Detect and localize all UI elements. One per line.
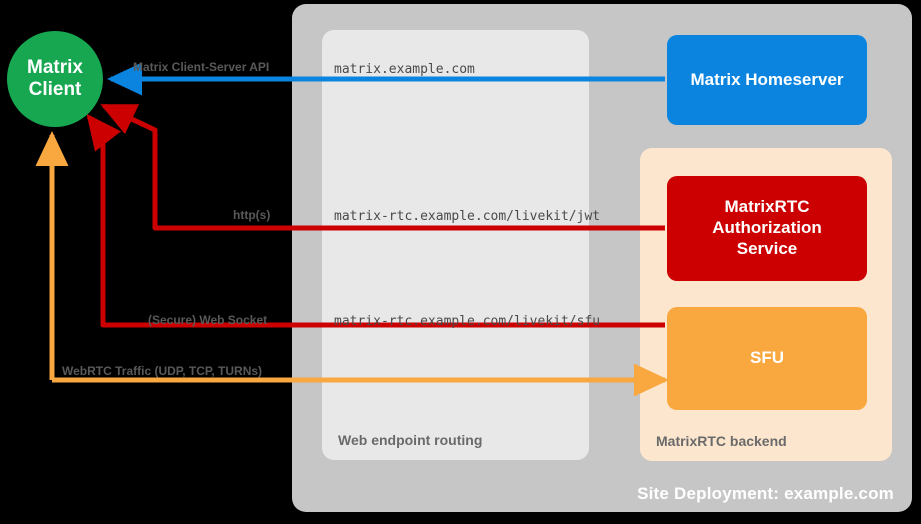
endpoint-url-matrix: matrix.example.com [334,62,475,77]
link-label-https: http(s) [233,208,271,222]
node-matrix-client[interactable]: Matrix Client [7,31,103,127]
node-sfu-label: SFU [750,348,784,368]
node-sfu[interactable]: SFU [667,307,867,410]
link-label-client-server-api: Matrix Client-Server API [133,60,270,74]
endpoint-url-sfu: matrix-rtc.example.com/livekit/sfu [334,314,601,329]
node-matrix-client-line2: Client [28,79,82,100]
web-endpoint-routing-label: Web endpoint routing [338,432,483,448]
node-auth-line1: MatrixRTC [724,197,810,217]
node-matrix-client-line1: Matrix [27,57,83,79]
endpoint-url-jwt: matrix-rtc.example.com/livekit/jwt [334,209,601,224]
node-matrix-homeserver[interactable]: Matrix Homeserver [667,35,867,125]
link-label-webrtc: WebRTC Traffic (UDP, TCP, TURNs) [62,364,263,378]
site-deployment-label: Site Deployment: example.com [637,484,894,503]
node-matrix-homeserver-label: Matrix Homeserver [690,69,844,89]
node-auth-line2: Authorization [712,218,822,238]
link-label-websocket: (Secure) Web Socket [148,313,268,327]
node-auth-line3: Service [736,238,798,258]
web-endpoint-routing-container: Web endpoint routing [322,30,589,460]
node-matrixrtc-authorization-service[interactable]: MatrixRTC Authorization Service [667,176,867,281]
matrixrtc-backend-label: MatrixRTC backend [656,433,787,449]
